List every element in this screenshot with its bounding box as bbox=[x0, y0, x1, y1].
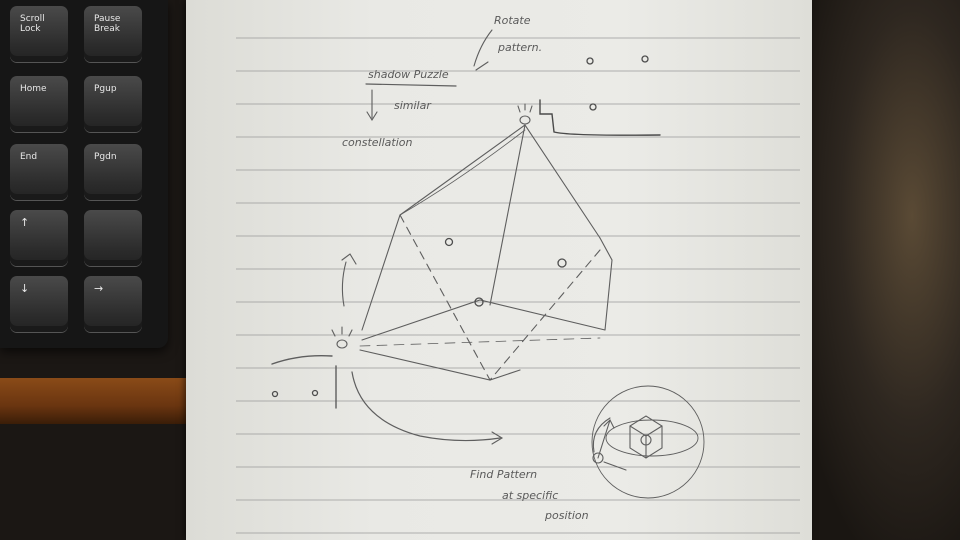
key-pgdn: Pgdn bbox=[84, 144, 142, 200]
key-end: End bbox=[10, 144, 68, 200]
note-constellation: constellation bbox=[342, 136, 413, 149]
keyboard: Scroll Lock Pause Break Home Pgup End Pg… bbox=[0, 0, 168, 348]
key-label: → bbox=[94, 282, 104, 295]
key-label: Home bbox=[20, 84, 47, 94]
key-right-arrow: → bbox=[84, 276, 142, 332]
mouse-pad bbox=[800, 0, 960, 540]
key-scroll-lock: Scroll Lock bbox=[10, 6, 68, 62]
key-pause-break: Pause Break bbox=[84, 6, 142, 62]
note-similar: similar bbox=[394, 99, 432, 112]
key-label: Pgup bbox=[94, 84, 117, 94]
key-up-arrow: ↑ bbox=[10, 210, 68, 266]
key-label: ↑ bbox=[20, 216, 30, 229]
drawing-strokes bbox=[271, 29, 705, 499]
notebook-paper bbox=[186, 0, 812, 540]
note-find-pattern: Find Pattern bbox=[470, 468, 537, 481]
ruled-lines bbox=[236, 37, 800, 534]
desk-edge bbox=[0, 378, 190, 424]
left-eye-icon bbox=[336, 339, 348, 349]
note-shadow-puzzle: shadow Puzzle bbox=[368, 68, 449, 81]
top-eye-icon bbox=[519, 115, 531, 125]
key-pgup: Pgup bbox=[84, 76, 142, 132]
note-rotate: Rotate bbox=[494, 14, 531, 27]
key-label: Pgdn bbox=[94, 152, 117, 162]
key-down-arrow: ↓ bbox=[10, 276, 68, 332]
key-label: Pause Break bbox=[94, 14, 121, 34]
note-at-specific: at specific bbox=[502, 489, 558, 502]
note-position: position bbox=[544, 509, 589, 522]
key-label: Scroll Lock bbox=[20, 14, 45, 34]
key-home: Home bbox=[10, 76, 68, 132]
key-label: End bbox=[20, 152, 38, 162]
key-blank bbox=[84, 210, 142, 266]
key-label: ↓ bbox=[20, 282, 30, 295]
star-dots bbox=[271, 55, 649, 398]
note-pattern: pattern. bbox=[497, 41, 542, 54]
